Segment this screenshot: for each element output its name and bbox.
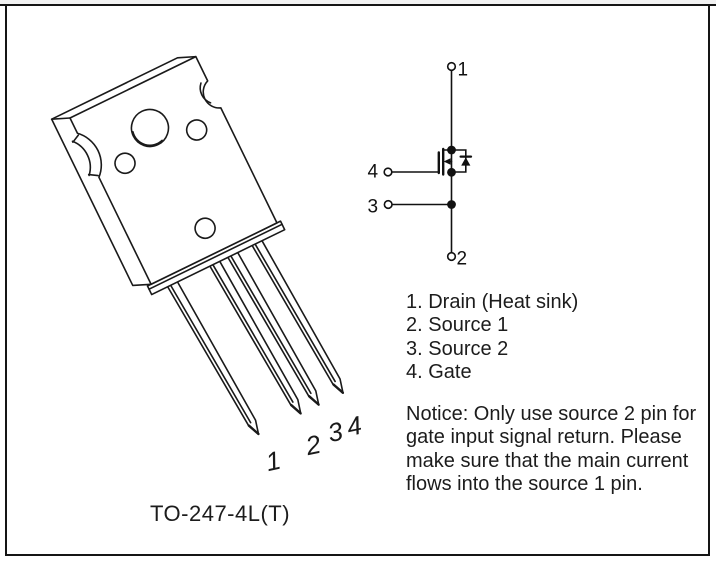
page-top-strip (0, 0, 716, 4)
package-mounting-hole (130, 108, 170, 148)
pin-function-item: 4. Gate (406, 361, 472, 384)
schematic-diode-triangle (461, 157, 471, 166)
schematic-drain-node-dot (447, 145, 456, 155)
pin-function-list: 1. Drain (Heat sink) 2. Source 1 3. Sour… (406, 291, 578, 385)
terminal-4-label: 4 (368, 162, 379, 183)
package-notch-walls (71, 82, 212, 177)
terminal-1-node (446, 61, 457, 72)
terminal-3-label: 3 (368, 197, 379, 218)
notice-line: make sure that the main current (406, 449, 689, 472)
mosfet-schematic: 1 2 3 4 (368, 60, 473, 270)
package-drawing (50, 55, 345, 436)
notice-line: Notice: Only use source 2 pin for (406, 403, 697, 425)
package-name-caption: TO-247-4L(T) (150, 501, 291, 526)
notice-line: gate input signal return. Please (406, 426, 682, 449)
pin-2 (206, 256, 302, 415)
pin-1 (164, 277, 260, 436)
schematic-kelvin-node-dot (447, 200, 456, 209)
pin-function-item: 1. Drain (Heat sink) (406, 291, 579, 313)
terminal-2-node (446, 251, 457, 262)
terminal-3-node (383, 199, 393, 210)
package-hole-left (114, 152, 136, 175)
package-hole-bottom (194, 217, 216, 240)
pin-function-item: 2. Source 1 (406, 314, 509, 337)
package-front-face (69, 55, 278, 286)
schematic-source-node-dot (447, 167, 456, 177)
terminal-4-node (383, 167, 393, 177)
terminal-2-label: 2 (457, 249, 468, 270)
terminal-1-label: 1 (458, 60, 469, 81)
schematic-arrowhead (443, 158, 451, 165)
package-body-back (50, 55, 197, 287)
package-hole-right (185, 119, 208, 141)
notice-line: flows into the source 1 pin. (406, 473, 643, 496)
notice-text: Notice: Only use source 2 pin for gate i… (406, 403, 696, 497)
pin-function-item: 3. Source 2 (406, 337, 509, 360)
package-pins (164, 236, 345, 436)
